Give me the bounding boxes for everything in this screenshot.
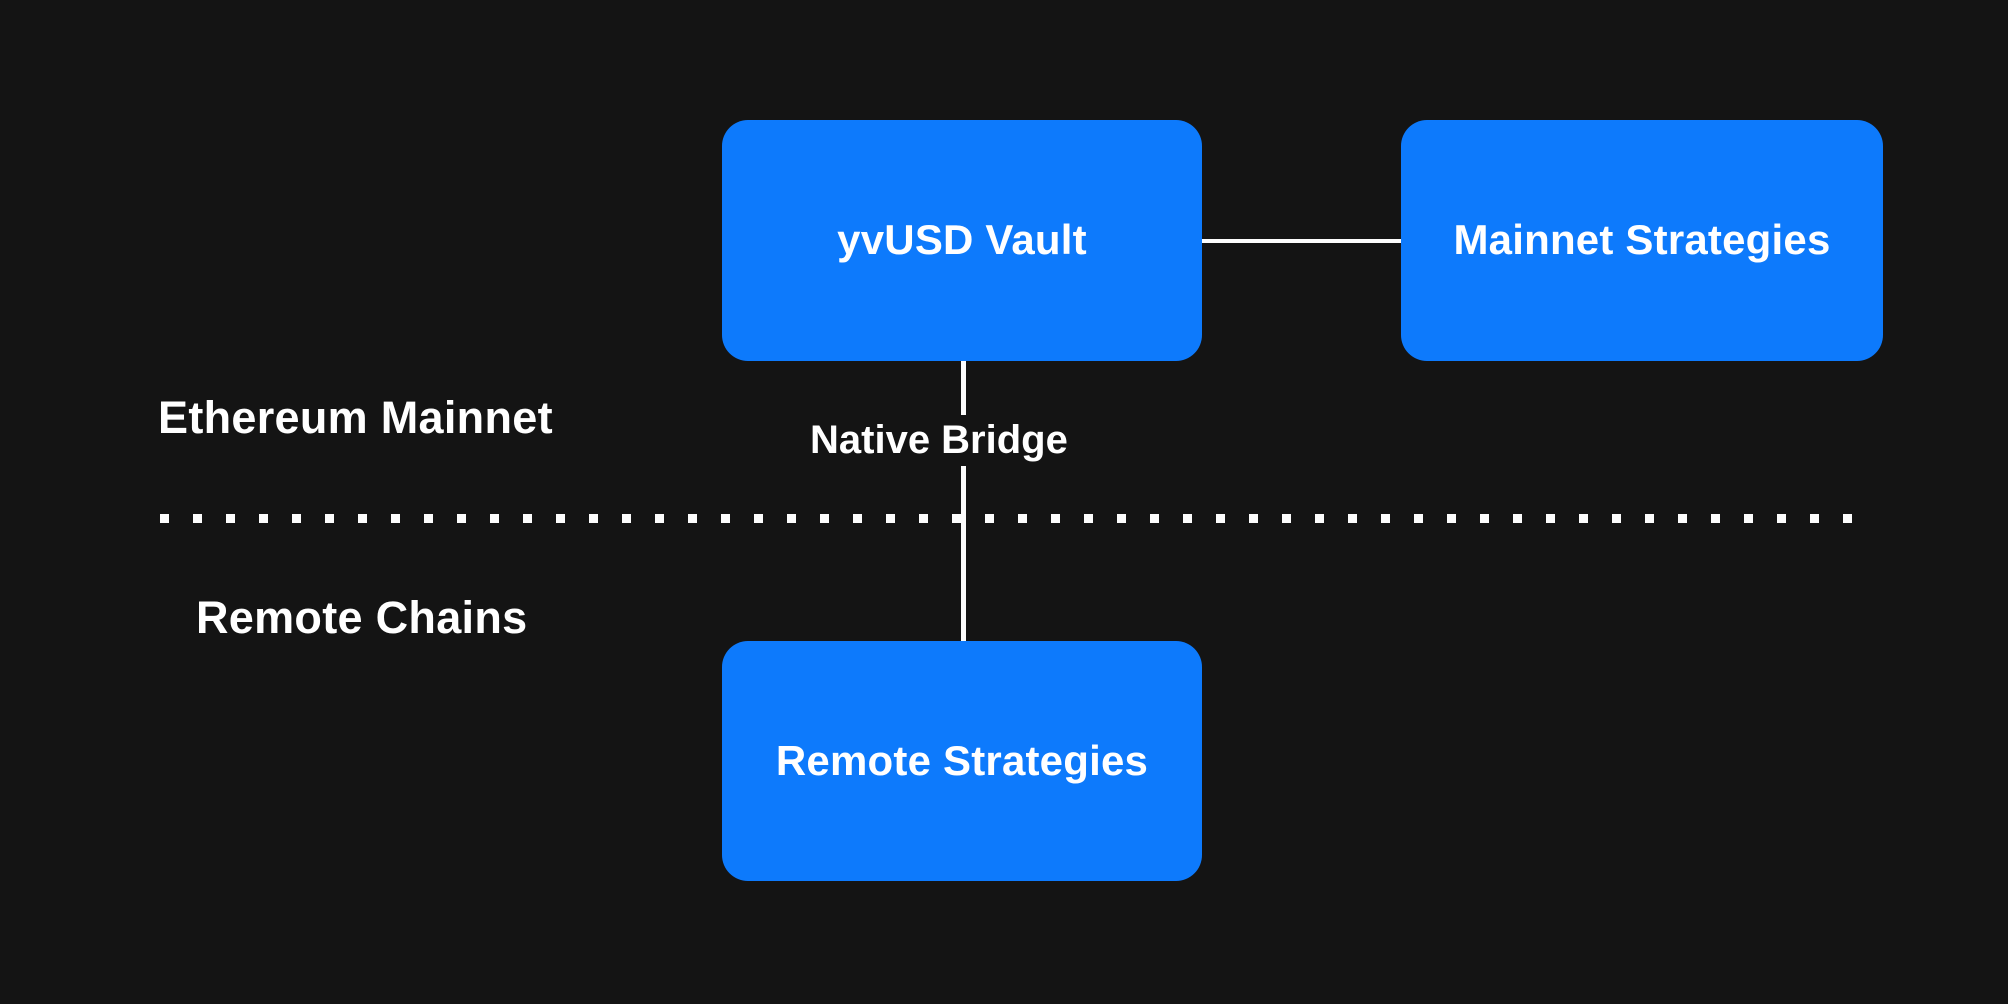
node-remote-strategies[interactable]: Remote Strategies bbox=[722, 641, 1202, 881]
edge-label-native-bridge: Native Bridge bbox=[800, 415, 1078, 467]
chain-divider-dotted-line bbox=[160, 514, 1863, 523]
edge-vault-to-remote-strategies bbox=[961, 358, 966, 663]
zone-label-ethereum-mainnet: Ethereum Mainnet bbox=[158, 392, 553, 443]
node-yvusd-vault[interactable]: yvUSD Vault bbox=[722, 120, 1202, 361]
node-yvusd-vault-label: yvUSD Vault bbox=[837, 216, 1087, 264]
node-mainnet-strategies[interactable]: Mainnet Strategies bbox=[1401, 120, 1883, 361]
node-remote-strategies-label: Remote Strategies bbox=[775, 736, 1149, 784]
node-mainnet-strategies-label: Mainnet Strategies bbox=[1453, 216, 1831, 264]
zone-label-remote-chains: Remote Chains bbox=[196, 592, 528, 643]
edge-vault-to-mainnet-strategies bbox=[1198, 239, 1404, 243]
